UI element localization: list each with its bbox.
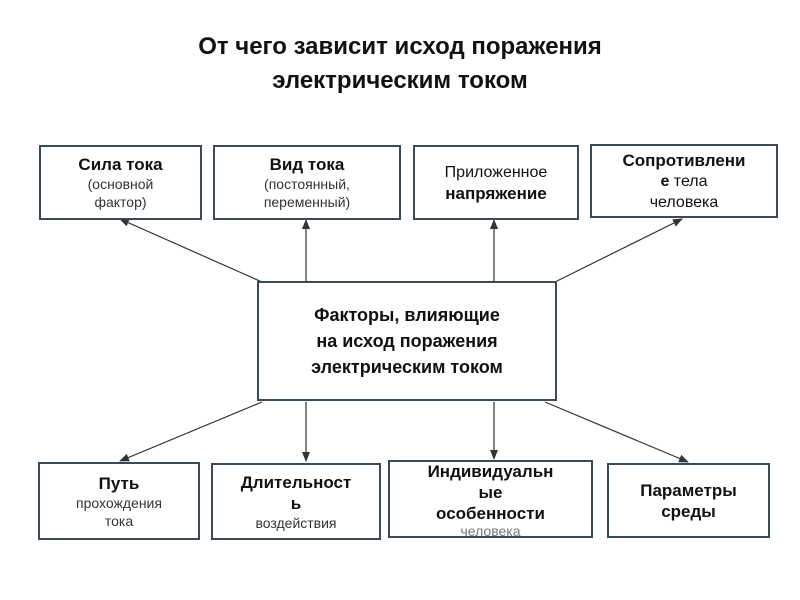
current-path-note-2: тока [104,512,134,529]
duration-title-2: ь [290,493,302,513]
body-resistance-line-2-bold: е [660,172,670,190]
body-resistance-line-1: Сопротивлени [622,150,746,170]
current-type-note-2: переменный) [263,194,351,210]
applied-voltage-line-1: Приложенное [444,163,548,181]
title-line-2: электрическим током [272,67,528,94]
current-path-title: Путь [98,473,140,493]
box-applied-voltage: Приложенное напряжение [413,145,579,220]
box-current-type: Вид тока (постоянный, переменный) [213,145,401,220]
individual-features-title-1: Индивидуальн [427,461,554,481]
body-resistance-line-2: е тела [660,171,707,192]
current-strength-note-2: фактор) [94,194,147,210]
current-type-title: Вид тока [269,155,345,174]
body-resistance-line-2-rest: тела [669,172,708,190]
environment-title-1: Параметры [640,480,737,500]
center-line-3: электрическим током [311,357,503,377]
individual-features-title-2: ые [478,482,503,502]
current-path-note-1: прохождения [76,494,162,511]
box-current-path: Путь прохождения тока [38,462,200,540]
box-individual-features: Индивидуальн ые особенности человека [388,460,593,538]
body-resistance-line-3: человека [649,193,719,211]
central-factors-box: Факторы, влияющие на исход поражения эле… [257,281,557,401]
individual-features-note-1: человека [460,522,521,539]
current-strength-note-1: (основной [87,176,154,192]
diagram-title: От чего зависит исход поражения электрич… [0,30,800,98]
arrow-to-environment [544,401,689,463]
title-line-1: От чего зависит исход поражения [198,33,602,60]
box-current-strength: Сила тока (основной фактор) [39,145,202,220]
applied-voltage-line-2: напряжение [445,183,547,203]
duration-note-1: воздействия [255,514,337,531]
box-environment: Параметры среды [607,463,770,538]
current-type-note-1: (постоянный, [264,176,350,192]
individual-features-title-3: особенности [436,503,545,523]
duration-title-1: Длительност [240,472,352,492]
arrow-to-body-resistance [554,218,683,283]
arrow-to-current-strength [119,218,263,283]
center-line-1: Факторы, влияющие [314,305,500,325]
current-strength-title: Сила тока [78,155,163,174]
arrow-to-current-path [119,401,263,462]
environment-title-2: среды [661,501,716,521]
box-body-resistance: Сопротивлени е тела человека [590,144,778,218]
box-duration: Длительност ь воздействия [211,463,381,540]
center-line-2: на исход поражения [316,331,498,351]
